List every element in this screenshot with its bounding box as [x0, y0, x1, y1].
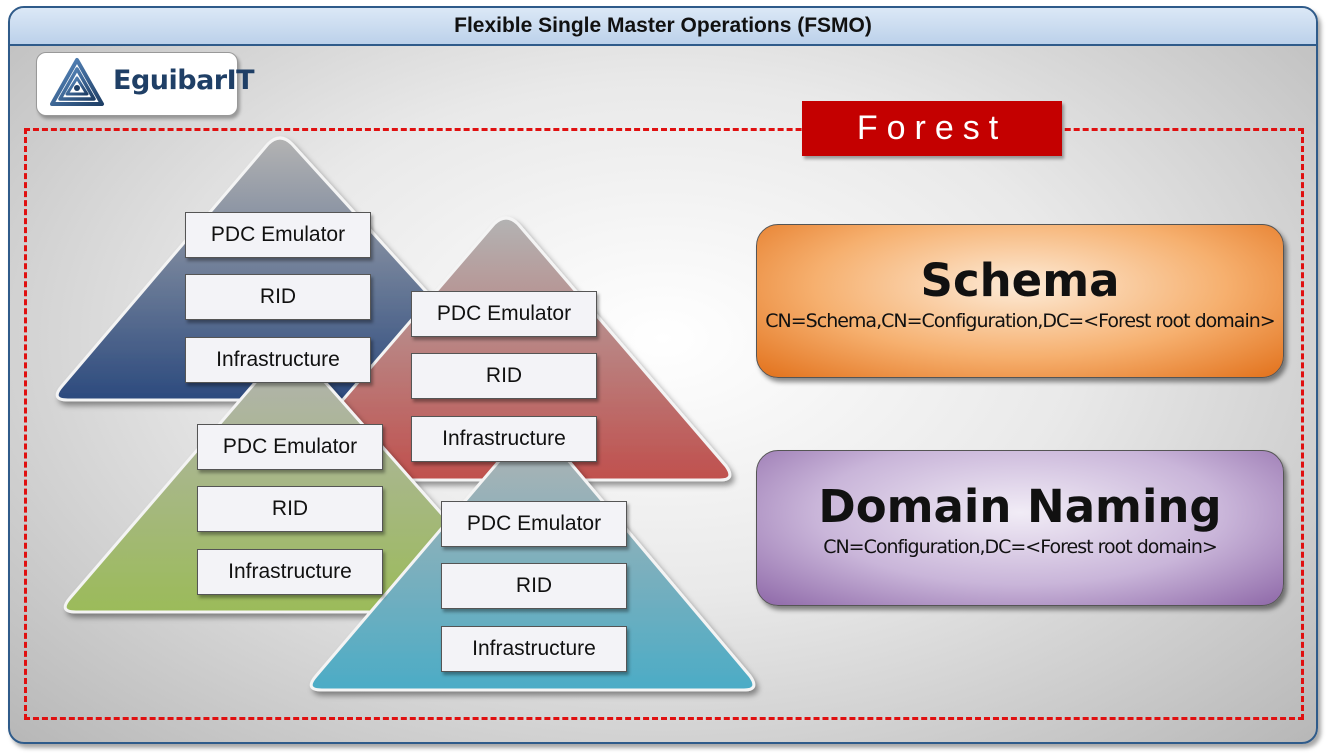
domain-2-role-pdc-emulator: PDC Emulator	[411, 291, 597, 337]
diagram-title: Flexible Single Master Operations (FSMO)	[10, 8, 1316, 46]
domain-2-role-infrastructure: Infrastructure	[411, 416, 597, 462]
logo-text: EguibarIT	[113, 65, 255, 96]
domain-4-role-rid: RID	[441, 563, 627, 609]
domain-4-role-infrastructure: Infrastructure	[441, 626, 627, 672]
domain-pyramids	[55, 136, 756, 692]
domain-3-role-rid: RID	[197, 486, 383, 532]
domain-3-role-infrastructure: Infrastructure	[197, 549, 383, 595]
domain-1-role-infrastructure: Infrastructure	[185, 337, 371, 383]
domain-1-role-rid: RID	[185, 274, 371, 320]
domain-1-role-pdc-emulator: PDC Emulator	[185, 212, 371, 258]
forest-boundary	[24, 128, 1304, 720]
schema-master-title: Schema	[920, 254, 1120, 307]
forest-label: Forest	[802, 101, 1062, 156]
diagram-frame: Flexible Single Master Operations (FSMO)…	[8, 6, 1318, 744]
domain-naming-master-card: Domain Naming CN=Configuration,DC=<Fores…	[756, 450, 1284, 606]
domain-naming-master-title: Domain Naming	[818, 480, 1222, 533]
schema-master-dn: CN=Schema,CN=Configuration,DC=<Forest ro…	[765, 310, 1275, 332]
triangle-swirl-logo-icon	[50, 58, 104, 106]
domain-2-role-rid: RID	[411, 353, 597, 399]
domain-3-role-pdc-emulator: PDC Emulator	[197, 424, 383, 470]
domain-4-role-pdc-emulator: PDC Emulator	[441, 501, 627, 547]
logo: EguibarIT	[36, 52, 255, 116]
domain-naming-master-dn: CN=Configuration,DC=<Forest root domain>	[823, 536, 1218, 558]
schema-master-card: Schema CN=Schema,CN=Configuration,DC=<Fo…	[756, 224, 1284, 378]
